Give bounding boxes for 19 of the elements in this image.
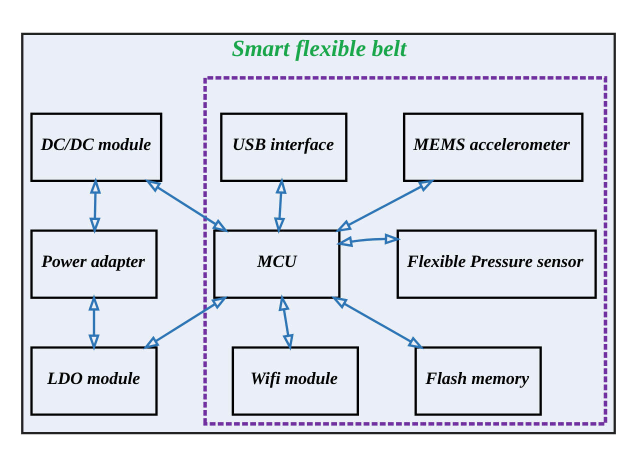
cluster	[203, 76, 608, 426]
node-box: MCU	[213, 228, 340, 298]
arrow	[88, 294, 100, 350]
arrow	[334, 178, 435, 232]
arrow	[274, 176, 287, 234]
arrow	[330, 296, 424, 349]
arrow	[336, 232, 402, 247]
node-box: DC/DC module	[30, 112, 162, 182]
arrow	[89, 176, 102, 234]
node-box: USB interface	[220, 112, 348, 182]
node-box: Power adapter	[30, 228, 158, 298]
node-box: LDO module	[30, 346, 158, 416]
node-box: Flash memory	[414, 346, 542, 416]
arrow	[142, 295, 228, 349]
arrow	[144, 178, 229, 232]
node-box: MEMS accelerometer	[402, 112, 584, 182]
arrow	[278, 294, 294, 350]
node-box: Wifi module	[232, 346, 359, 416]
node-box: Flexible Pressure sensor	[396, 228, 597, 298]
